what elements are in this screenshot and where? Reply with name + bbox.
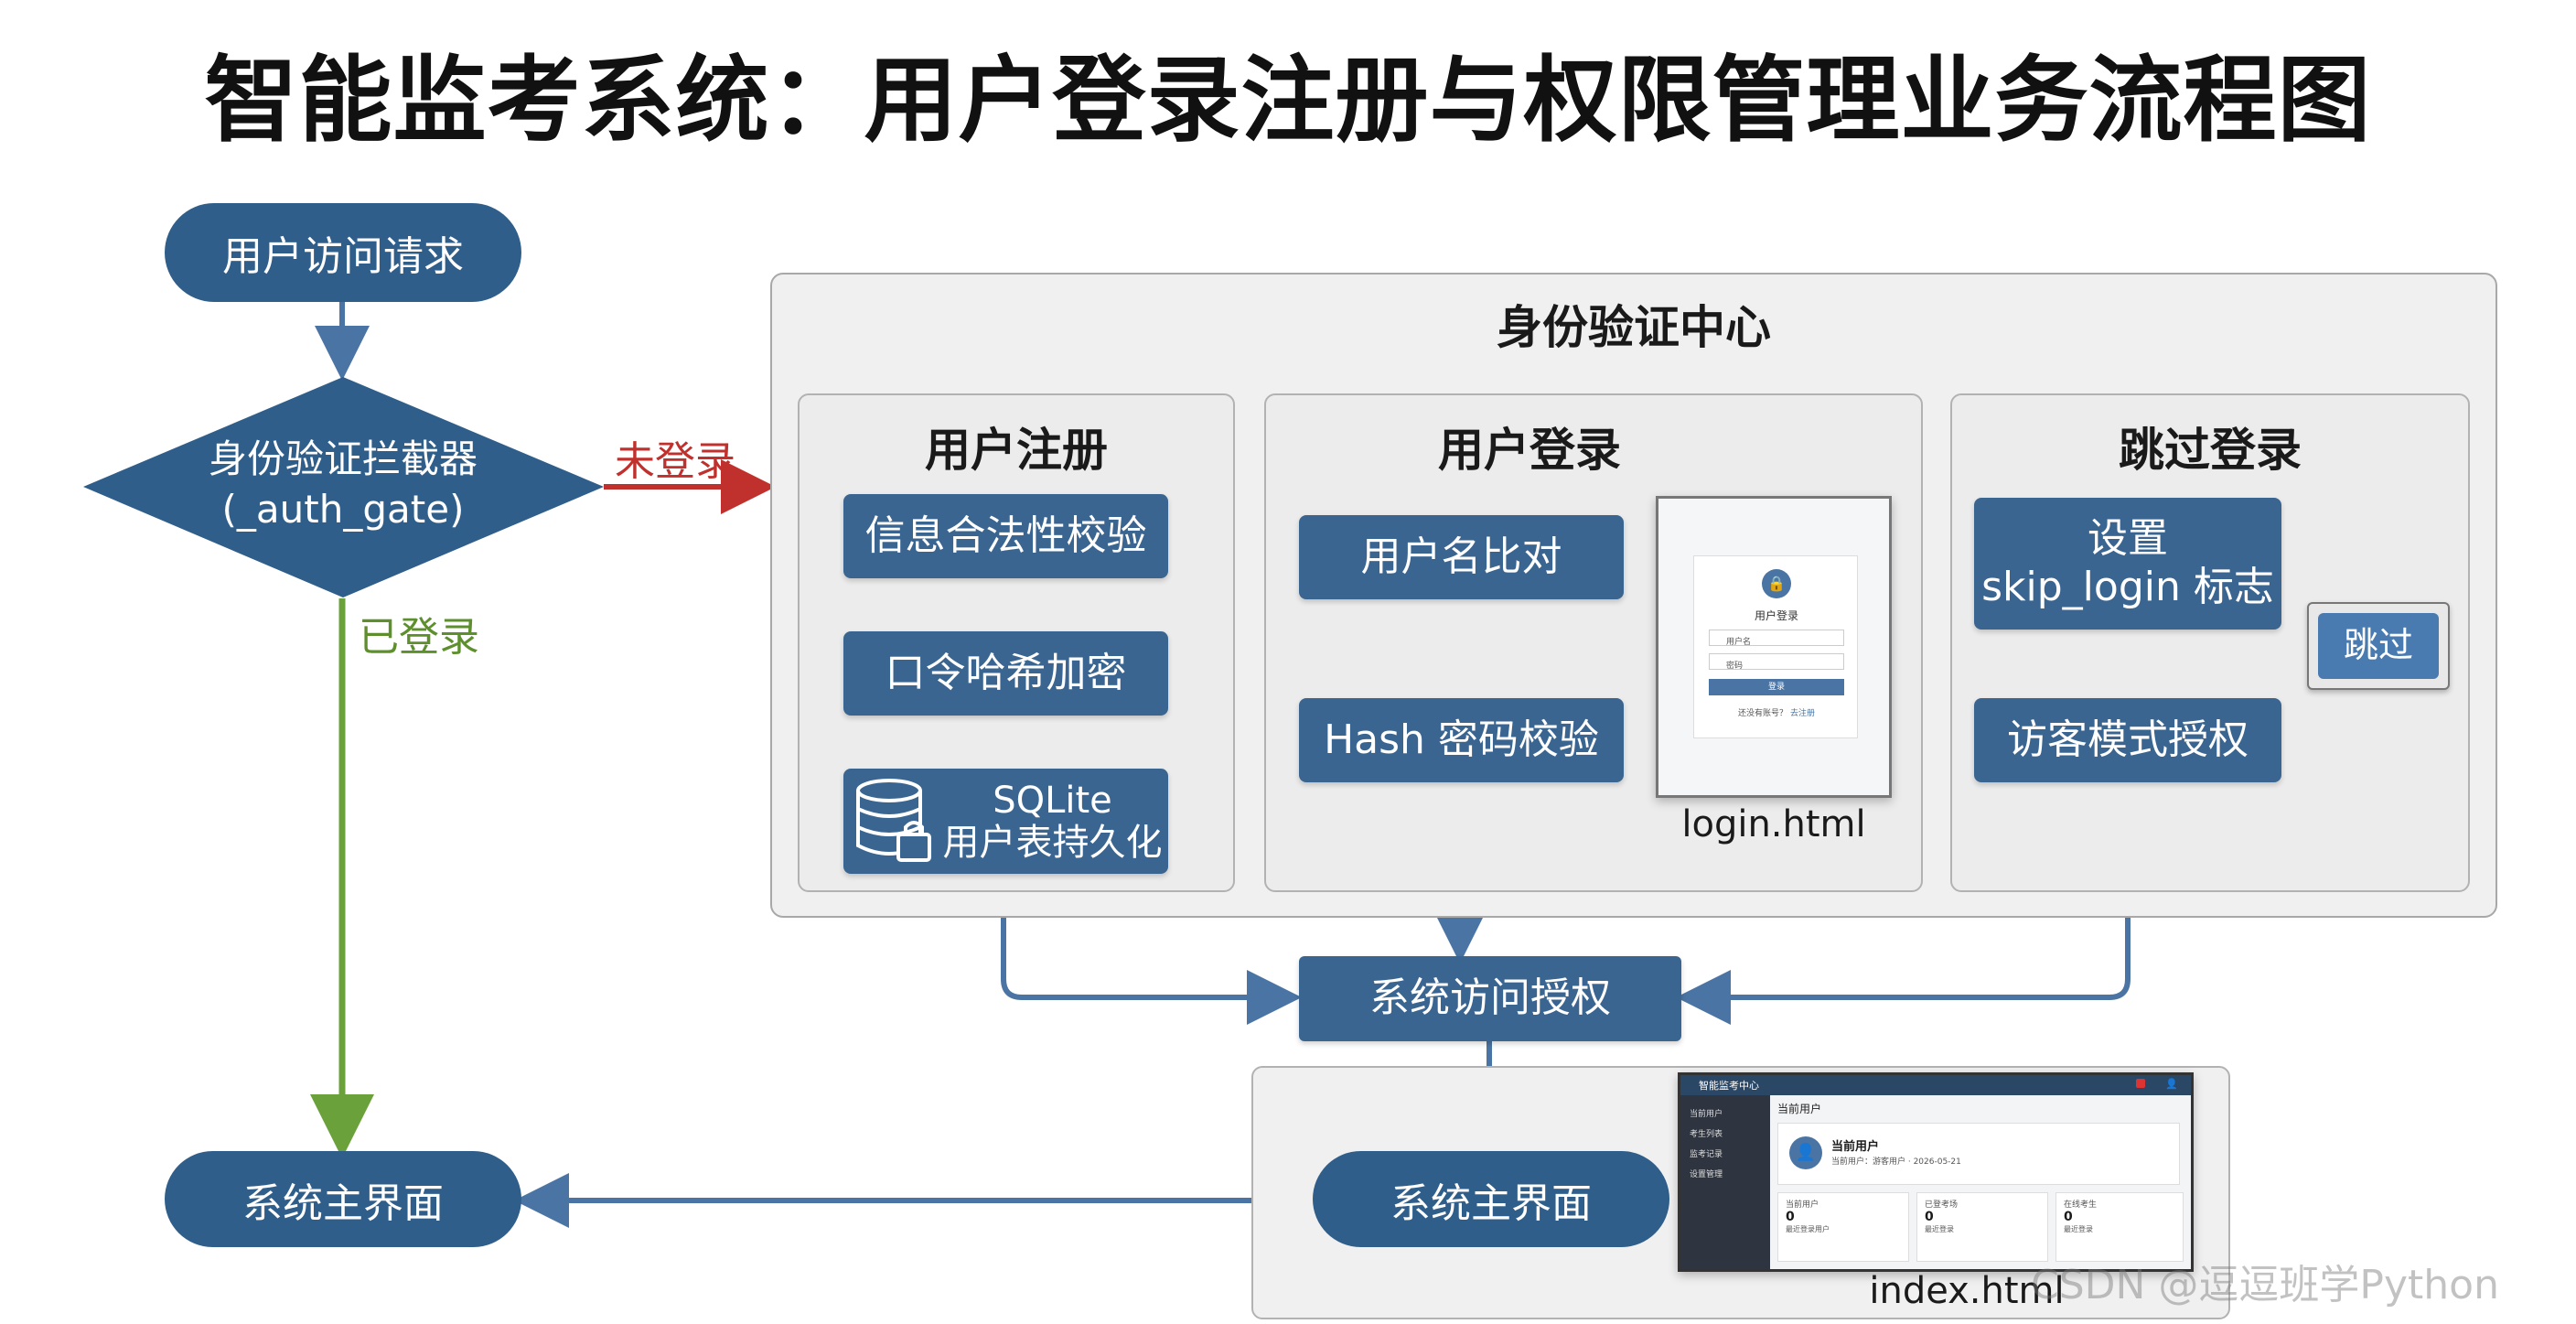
index-stat-label: 当前用户 xyxy=(1786,1200,1819,1210)
login-card: 🔒 用户登录 用户名 密码 登录 还没有账号？ 去注册 xyxy=(1693,555,1858,738)
index-nav-item-0[interactable]: 当前用户 xyxy=(1690,1110,1723,1119)
edge-label-not-logged: 未登录 xyxy=(615,438,735,485)
index-nav-item-3[interactable]: 设置管理 xyxy=(1690,1170,1723,1179)
index-user-title: 当前用户 xyxy=(1831,1140,1880,1154)
login-card-password-input[interactable]: 密码 xyxy=(1709,653,1844,671)
register-persist-label: SQLite 用户表持久化 xyxy=(937,780,1168,864)
page-title: 智能监考系统：用户登录注册与权限管理业务流程图 xyxy=(204,47,2372,156)
login-card-footer: 还没有账号？ 去注册 xyxy=(1694,706,1859,718)
register-hash-step: 口令哈希加密 xyxy=(843,631,1168,716)
index-header: 当前用户 xyxy=(1777,1103,1822,1115)
index-user-sub: 当前用户：游客用户 · 2026-05-21 xyxy=(1831,1157,1961,1167)
login-title: 用户登录 xyxy=(1438,424,1621,477)
login-card-submit-button[interactable]: 登录 xyxy=(1709,679,1844,695)
index-stat-sub: 最近登录用户 xyxy=(1786,1225,1830,1233)
notification-icon[interactable] xyxy=(2136,1079,2145,1088)
index-stat-value: 0 xyxy=(1786,1210,1795,1224)
index-app-name: 智能监考中心 xyxy=(1699,1080,1759,1092)
index-stat-label: 已登考场 xyxy=(1925,1200,1959,1210)
skip-flag-line1: 设置 xyxy=(2088,515,2168,563)
login-page-caption: login.html xyxy=(1681,803,1866,845)
main-ui-inner-node: 系统主界面 xyxy=(1313,1151,1669,1247)
skip-button-frame: 跳过 xyxy=(2307,602,2450,690)
grant-access-node: 系统访问授权 xyxy=(1299,956,1681,1041)
watermark: CSDN @逗逗班学Python xyxy=(2031,1262,2499,1308)
index-stat-value: 0 xyxy=(1925,1210,1934,1224)
index-stat-card: 在线考生 0 最近登录 xyxy=(2055,1192,2184,1262)
login-card-password-placeholder: 密码 xyxy=(1726,662,1744,671)
index-stat-sub: 最近登录 xyxy=(2064,1225,2093,1233)
auth-gate-label: 身份验证拦截器 (_auth_gate) xyxy=(146,435,540,534)
index-page-thumbnail: 智能监考中心 👤 当前用户 考生列表 监考记录 设置管理 当前用户 👤 当前用户… xyxy=(1678,1072,2194,1272)
arrow-skip-to-grant xyxy=(1676,782,2131,1025)
skip-flag-step: 设置 skip_login 标志 xyxy=(1974,498,2281,630)
index-stat-value: 0 xyxy=(2064,1210,2073,1224)
register-title: 用户注册 xyxy=(925,424,1108,477)
login-card-register-link[interactable]: 去注册 xyxy=(1789,709,1815,718)
auth-gate-code: (_auth_gate) xyxy=(221,486,465,532)
index-sidebar: 当前用户 考生列表 监考记录 设置管理 xyxy=(1680,1095,1770,1269)
index-page-caption: index.html xyxy=(1869,1270,2065,1312)
register-persist-step: SQLite 用户表持久化 xyxy=(843,769,1168,874)
index-stat-card: 已登考场 0 最近登录 xyxy=(1916,1192,2048,1262)
index-nav-item-1[interactable]: 考生列表 xyxy=(1690,1130,1723,1139)
skip-button[interactable]: 跳过 xyxy=(2318,613,2439,679)
login-card-footer-text: 还没有账号？ xyxy=(1738,709,1788,718)
start-node: 用户访问请求 xyxy=(165,203,521,302)
index-nav-item-2[interactable]: 监考记录 xyxy=(1690,1150,1723,1159)
skip-flag-line2: skip_login 标志 xyxy=(1981,564,2274,610)
database-lock-icon xyxy=(856,778,931,862)
skip-title: 跳过登录 xyxy=(2119,424,2302,477)
index-stat-card: 当前用户 0 最近登录用户 xyxy=(1777,1192,1909,1262)
index-sidebar-nav: 当前用户 考生列表 监考记录 设置管理 xyxy=(1680,1095,1770,1185)
login-card-username-placeholder: 用户名 xyxy=(1726,638,1752,647)
login-card-title: 用户登录 xyxy=(1754,609,1798,622)
register-persist-table: 用户表持久化 xyxy=(942,821,1163,864)
login-card-username-input[interactable]: 用户名 xyxy=(1709,630,1844,647)
arrow-register-to-grant xyxy=(1001,874,1302,1025)
auth-gate-diamond xyxy=(83,377,604,597)
auth-gate-title: 身份验证拦截器 xyxy=(208,436,478,481)
auth-center-title: 身份验证中心 xyxy=(1497,301,1771,354)
index-stat-sub: 最近登录 xyxy=(1925,1225,1954,1233)
login-hash-step: Hash 密码校验 xyxy=(1299,698,1624,782)
main-ui-outer-node: 系统主界面 xyxy=(165,1151,521,1247)
register-persist-db: SQLite xyxy=(993,779,1112,822)
user-menu-icon[interactable]: 👤 xyxy=(2165,1078,2178,1090)
index-user-card: 👤 当前用户 当前用户：游客用户 · 2026-05-21 xyxy=(1777,1123,2180,1185)
skip-guest-step: 访客模式授权 xyxy=(1974,698,2281,782)
register-validate-step: 信息合法性校验 xyxy=(843,494,1168,578)
lock-icon: 🔒 xyxy=(1762,569,1791,598)
login-page-thumbnail: 🔒 用户登录 用户名 密码 登录 还没有账号？ 去注册 xyxy=(1656,496,1892,798)
login-username-step: 用户名比对 xyxy=(1299,515,1624,599)
index-stat-label: 在线考生 xyxy=(2064,1200,2098,1210)
edge-label-logged: 已登录 xyxy=(359,614,479,661)
avatar: 👤 xyxy=(1789,1136,1822,1169)
index-topbar: 智能监考中心 👤 xyxy=(1680,1075,2191,1095)
